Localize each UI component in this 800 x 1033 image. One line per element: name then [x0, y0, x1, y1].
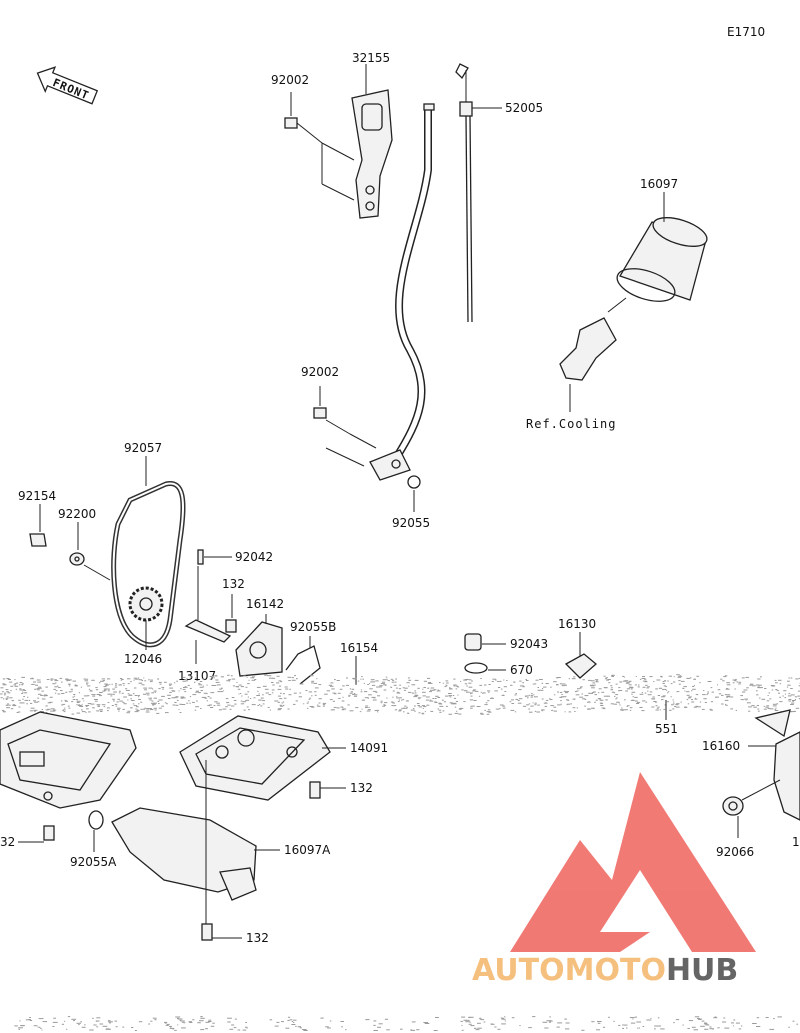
- label-16097: 16097: [640, 177, 678, 191]
- label-92200: 92200: [58, 507, 96, 521]
- bolt-132-a: [225, 594, 237, 633]
- plug-92066: [722, 796, 744, 838]
- label-32: 32: [0, 835, 15, 849]
- label-16154: 16154: [340, 641, 378, 655]
- pin-92042: [197, 549, 232, 565]
- label-92043: 92043: [510, 637, 548, 651]
- label-132-b: 132: [350, 781, 373, 795]
- collar-92043: [464, 633, 506, 651]
- label-ref-cooling: Ref.Cooling: [526, 417, 616, 431]
- label-92042: 92042: [235, 550, 273, 564]
- front-arrow: FRONT: [36, 66, 99, 105]
- label-16097A: 16097A: [284, 843, 331, 857]
- label-92154: 92154: [18, 489, 56, 503]
- label-92002-top: 92002: [271, 73, 309, 87]
- bolt-92002-top: [284, 92, 355, 201]
- pump-16142: [235, 614, 283, 677]
- label-16142: 16142: [246, 597, 284, 611]
- oil-filter-16097: [616, 192, 708, 302]
- gasket-92055B: [285, 636, 321, 685]
- bolt-132-b: [309, 781, 346, 799]
- oil-pan-left: [0, 711, 137, 843]
- bolt-92002-mid: [313, 386, 377, 467]
- dipstick-tube: [369, 103, 435, 481]
- label-92066: 92066: [716, 845, 754, 859]
- bolt-132-d: [201, 923, 242, 941]
- oring-92055: [407, 475, 421, 512]
- scan-noise-band: [0, 674, 800, 715]
- watermark-text-b: HUB: [666, 953, 738, 988]
- label-32155: 32155: [352, 51, 390, 65]
- washer-92200: [69, 522, 111, 581]
- label-132-a: 132: [222, 577, 245, 591]
- label-92002-mid: 92002: [301, 365, 339, 379]
- bracket-32155: [351, 64, 393, 219]
- label-14091: 14091: [350, 741, 388, 755]
- housing-16097A: [111, 760, 280, 940]
- fitting-ref-cooling: [559, 297, 627, 412]
- dipstick-52005: [455, 63, 502, 323]
- label-16160: 16160: [702, 739, 740, 753]
- watermark-text: AUTOMOTOHUB: [472, 953, 738, 988]
- label-92057: 92057: [124, 441, 162, 455]
- label-92055A: 92055A: [70, 855, 117, 869]
- watermark-triangle-mark: [510, 772, 756, 952]
- label-52005: 52005: [505, 101, 543, 115]
- watermark-text-a: AUTOMOTO: [472, 953, 666, 988]
- sprocket-12046: [128, 586, 164, 650]
- label-92055B: 92055B: [290, 620, 336, 634]
- valve-16130: [564, 632, 598, 679]
- chain-92057: [111, 456, 186, 648]
- label-670: 670: [510, 663, 533, 677]
- shaft-13107: [184, 566, 232, 664]
- oring-92055A: [88, 810, 104, 852]
- label-12046: 12046: [124, 652, 162, 666]
- label-edge: 1: [792, 835, 800, 849]
- bracket-16160: [741, 709, 800, 821]
- watermark-logo: AUTOMOTOHUB: [472, 772, 756, 988]
- oring-670: [464, 662, 506, 674]
- label-16130: 16130: [558, 617, 596, 631]
- cover-14091: [179, 715, 346, 801]
- scan-noise-bottom: [14, 1016, 799, 1031]
- label-551: 551: [655, 722, 678, 736]
- diagram-code: E1710: [727, 25, 765, 39]
- bolt-92154: [29, 504, 47, 547]
- label-92055: 92055: [392, 516, 430, 530]
- label-132-d: 132: [246, 931, 269, 945]
- label-13107: 13107: [178, 669, 216, 683]
